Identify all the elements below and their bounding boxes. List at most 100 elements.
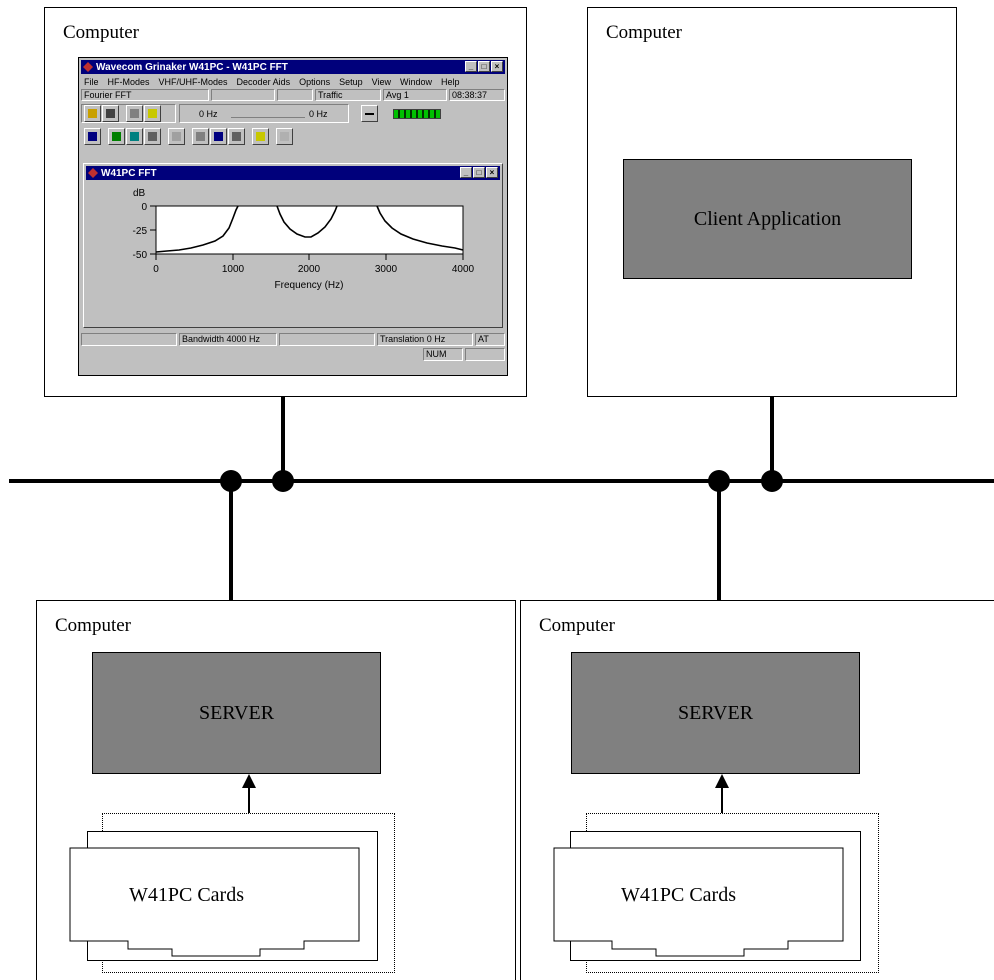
unit-label: dB	[133, 188, 146, 199]
toolbar-button[interactable]	[192, 128, 209, 145]
card-front	[553, 847, 844, 957]
freq-right-label: 0 Hz	[309, 109, 328, 119]
app-window-screenshot: Wavecom Grinaker W41PC - W41PC FFT _ □ ×…	[78, 57, 508, 376]
menu-options[interactable]: Options	[299, 76, 331, 87]
x-tick-label: 3000	[375, 264, 398, 275]
x-tick-label: 0	[153, 264, 159, 275]
cards-label: W41PC Cards	[129, 884, 244, 906]
status-row-keys: NUM	[81, 348, 505, 361]
connector-top-left	[281, 396, 285, 482]
toolbar-button[interactable]	[276, 128, 293, 145]
time-field: 08:38:37	[449, 89, 505, 101]
bidirectional-arrow	[248, 787, 250, 822]
status-field-2	[211, 89, 275, 101]
computer-box-top-left: Computer Wavecom Grinaker W41PC - W41PC …	[44, 7, 527, 397]
minimize-button[interactable]: _	[465, 61, 477, 72]
x-tick-label: 4000	[452, 264, 475, 275]
toolbar-button[interactable]	[168, 128, 185, 145]
computer-box-bottom-right: Computer SERVER W41PC Cards	[520, 600, 994, 980]
close-button[interactable]: ×	[491, 61, 503, 72]
app-titlebar: Wavecom Grinaker W41PC - W41PC FFT _ □ ×	[81, 60, 505, 74]
junction-dot	[272, 470, 294, 492]
tune-arrow-button[interactable]	[361, 105, 378, 122]
child-maximize-button[interactable]: □	[473, 167, 485, 178]
status-field-empty	[81, 333, 177, 346]
junction-dot	[220, 470, 242, 492]
toolbar-group	[81, 104, 176, 123]
computer-box-top-right: Computer Client Application	[587, 7, 957, 397]
help-button[interactable]	[144, 105, 161, 122]
client-application-box: Client Application	[623, 159, 912, 279]
computer-label: Computer	[539, 615, 615, 636]
avg-field: Avg 1	[383, 89, 447, 101]
fft-plot: dB 0 -25 -50 0 1000 2000 3000	[133, 188, 475, 291]
menu-hf-modes[interactable]: HF-Modes	[107, 76, 150, 87]
frequency-group	[179, 104, 349, 123]
child-minimize-button[interactable]: _	[460, 167, 472, 178]
computer-label: Computer	[606, 22, 682, 43]
toolbar-button[interactable]	[144, 128, 161, 145]
connector-top-right	[770, 396, 774, 482]
app-logo-icon	[88, 168, 98, 178]
arrow-up-icon	[242, 774, 256, 788]
server-box: SERVER	[92, 652, 381, 774]
status-row-top: Fourier FFT Traffic Avg 1 08:38:37	[81, 89, 505, 101]
menu-file[interactable]: File	[84, 76, 99, 87]
fft-child-window: W41PC FFT _ □ × dB 0 -25 -50	[83, 163, 503, 328]
app-title: Wavecom Grinaker W41PC - W41PC FFT	[96, 61, 288, 73]
server-box: SERVER	[571, 652, 860, 774]
status-row-bottom: Bandwidth 4000 Hz Translation 0 Hz AT	[81, 333, 505, 346]
mode-field: Fourier FFT	[81, 89, 209, 101]
save-button[interactable]	[102, 105, 119, 122]
menu-window[interactable]: Window	[400, 76, 433, 87]
arrow-up-icon	[715, 774, 729, 788]
connector-bottom-right	[717, 482, 721, 601]
toolbar-button[interactable]	[108, 128, 125, 145]
traffic-field: Traffic	[315, 89, 381, 101]
translation-field: Translation 0 Hz	[377, 333, 473, 346]
toolbar-row-1: 0 Hz 0 Hz	[81, 103, 505, 125]
computer-label: Computer	[55, 615, 131, 636]
computer-box-bottom-left: Computer SERVER W41PC Cards	[36, 600, 516, 980]
tuning-slider[interactable]	[231, 107, 305, 118]
status-field-empty	[279, 333, 375, 346]
toolbar-button[interactable]	[228, 128, 245, 145]
open-folder-button[interactable]	[84, 105, 101, 122]
x-tick-label: 1000	[222, 264, 245, 275]
toolbar-button[interactable]	[126, 128, 143, 145]
cards-label: W41PC Cards	[621, 884, 736, 906]
menu-decoder-aids[interactable]: Decoder Aids	[236, 76, 291, 87]
at-field: AT	[475, 333, 505, 346]
network-bus	[9, 479, 994, 483]
level-meter	[393, 109, 441, 119]
connector-bottom-left	[229, 482, 233, 601]
toolbar-button[interactable]	[210, 128, 227, 145]
child-titlebar: W41PC FFT _ □ ×	[86, 166, 500, 180]
resize-grip[interactable]	[465, 348, 505, 361]
menu-bar: File HF-Modes VHF/UHF-Modes Decoder Aids…	[81, 75, 505, 88]
maximize-button[interactable]: □	[478, 61, 490, 72]
toolbar-button[interactable]	[84, 128, 101, 145]
app-logo-icon	[83, 62, 93, 72]
bidirectional-arrow	[721, 787, 723, 822]
y-tick-label: 0	[141, 202, 147, 213]
x-axis-label: Frequency (Hz)	[275, 280, 344, 291]
menu-setup[interactable]: Setup	[339, 76, 363, 87]
menu-view[interactable]: View	[371, 76, 391, 87]
child-close-button[interactable]: ×	[486, 167, 498, 178]
fft-plot-area: dB 0 -25 -50 0 1000 2000 3000	[87, 182, 499, 324]
settings-button[interactable]	[126, 105, 143, 122]
status-field-3	[277, 89, 313, 101]
menu-vhf-uhf-modes[interactable]: VHF/UHF-Modes	[158, 76, 228, 87]
child-title: W41PC FFT	[101, 167, 157, 179]
num-lock-field: NUM	[423, 348, 463, 361]
card-front	[69, 847, 360, 957]
freq-left-label: 0 Hz	[199, 109, 218, 119]
y-tick-label: -50	[133, 250, 148, 261]
x-tick-label: 2000	[298, 264, 321, 275]
menu-help[interactable]: Help	[441, 76, 460, 87]
bandwidth-field: Bandwidth 4000 Hz	[179, 333, 277, 346]
plot-frame	[155, 205, 464, 255]
toolbar-button[interactable]	[252, 128, 269, 145]
junction-dot	[708, 470, 730, 492]
